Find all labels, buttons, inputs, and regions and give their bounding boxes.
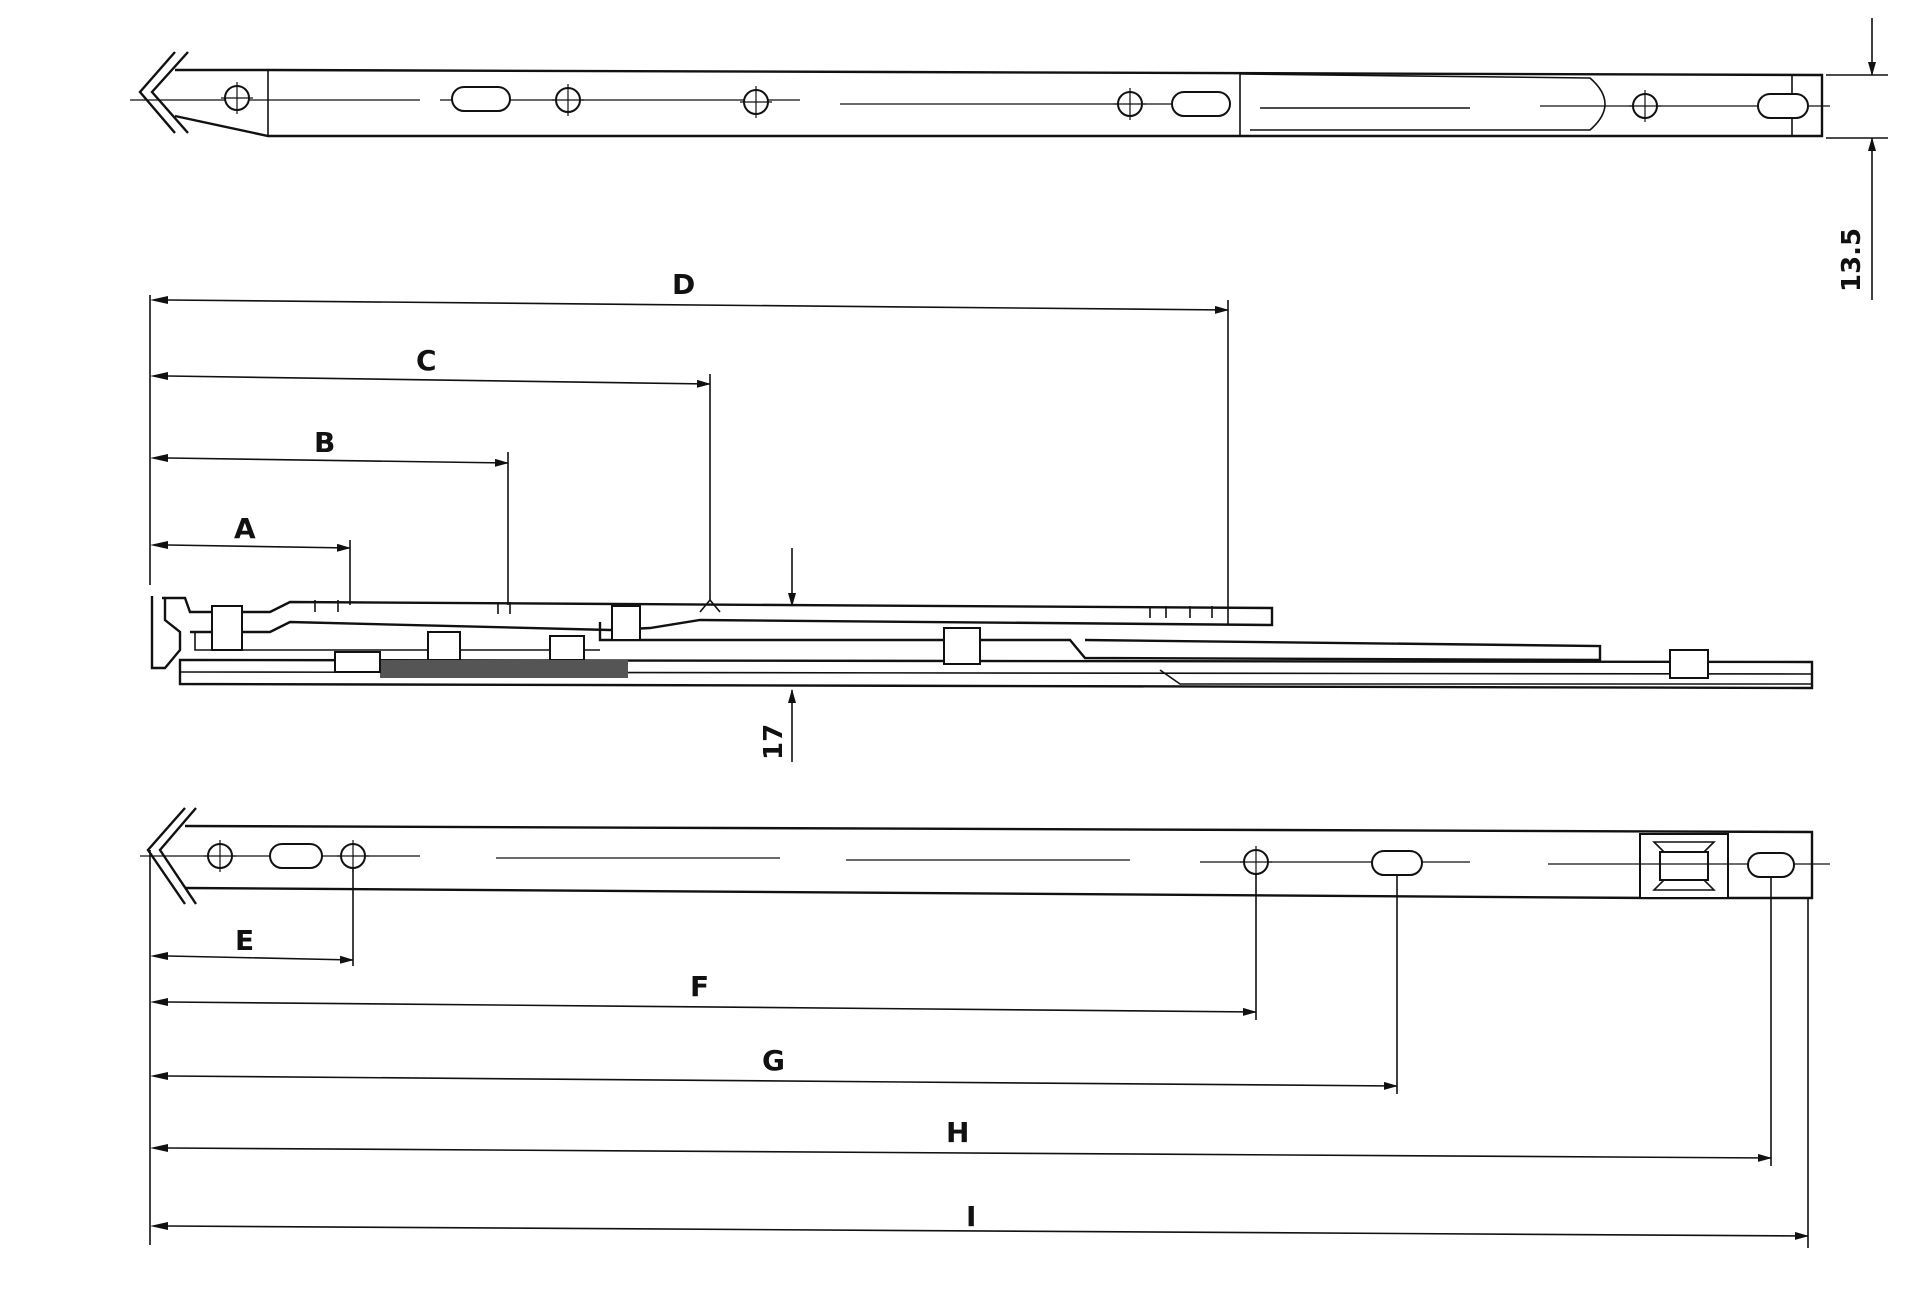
dimension-label-e: E bbox=[235, 924, 254, 957]
dimension-label-f: F bbox=[690, 970, 709, 1003]
bottom-view-holes bbox=[204, 840, 1795, 878]
top-view-end-hook bbox=[138, 51, 189, 134]
top-view-holes bbox=[221, 82, 1809, 122]
dimension-label-a: A bbox=[234, 512, 256, 545]
dimension-label-c: C bbox=[416, 344, 437, 377]
dimension-label-g: G bbox=[762, 1044, 785, 1077]
dimension-label-i: I bbox=[966, 1200, 976, 1233]
top-view: 13.5 bbox=[130, 18, 1888, 300]
dimension-label-13-5: 13.5 bbox=[1837, 228, 1867, 292]
dimension-label-b: B bbox=[314, 426, 335, 459]
dimension-label-h: H bbox=[946, 1116, 969, 1149]
bottom-view-end-hook bbox=[146, 807, 197, 905]
side-view: D C B A bbox=[149, 268, 1814, 762]
bottom-view: E F G H I bbox=[140, 807, 1830, 1248]
dimension-label-d: D bbox=[672, 268, 695, 301]
dimension-label-17: 17 bbox=[759, 724, 789, 760]
